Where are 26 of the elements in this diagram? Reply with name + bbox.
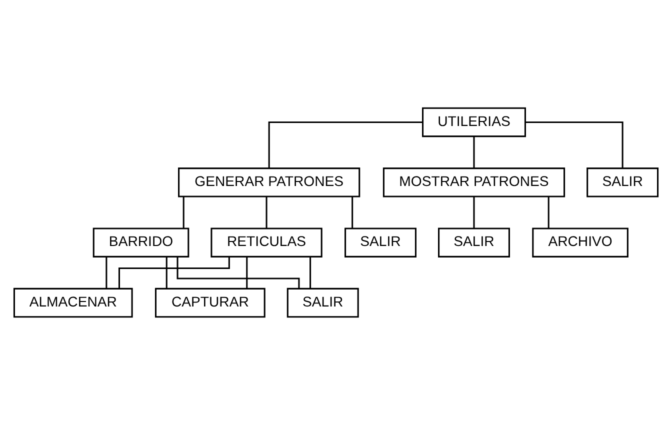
- node-box: GENERAR PATRONES: [178, 168, 360, 198]
- connector: [352, 196, 354, 228]
- connector: [473, 196, 475, 228]
- node-box: MOSTRAR PATRONES: [382, 168, 566, 198]
- node-box: SALIR: [438, 228, 510, 258]
- connector: [268, 121, 422, 168]
- connector: [310, 257, 312, 288]
- connector: [246, 257, 248, 288]
- node-box: UTILERIAS: [422, 107, 526, 138]
- node-box: SALIR: [286, 288, 359, 318]
- node-box: ALMACENAR: [13, 288, 133, 318]
- connector: [176, 256, 300, 288]
- node-box: SALIR: [344, 228, 416, 258]
- connector: [526, 121, 624, 168]
- node-box: ARCHIVO: [532, 228, 628, 258]
- connector: [166, 257, 168, 288]
- node-box: BARRIDO: [92, 228, 190, 258]
- connector: [548, 196, 550, 228]
- connector: [182, 196, 184, 228]
- node-box: SALIR: [586, 168, 659, 198]
- node-box: CAPTURAR: [154, 288, 266, 318]
- connector: [118, 257, 230, 288]
- connector: [473, 136, 475, 168]
- connector: [106, 257, 108, 288]
- connector: [266, 196, 268, 228]
- node-box: RETICULAS: [210, 228, 322, 258]
